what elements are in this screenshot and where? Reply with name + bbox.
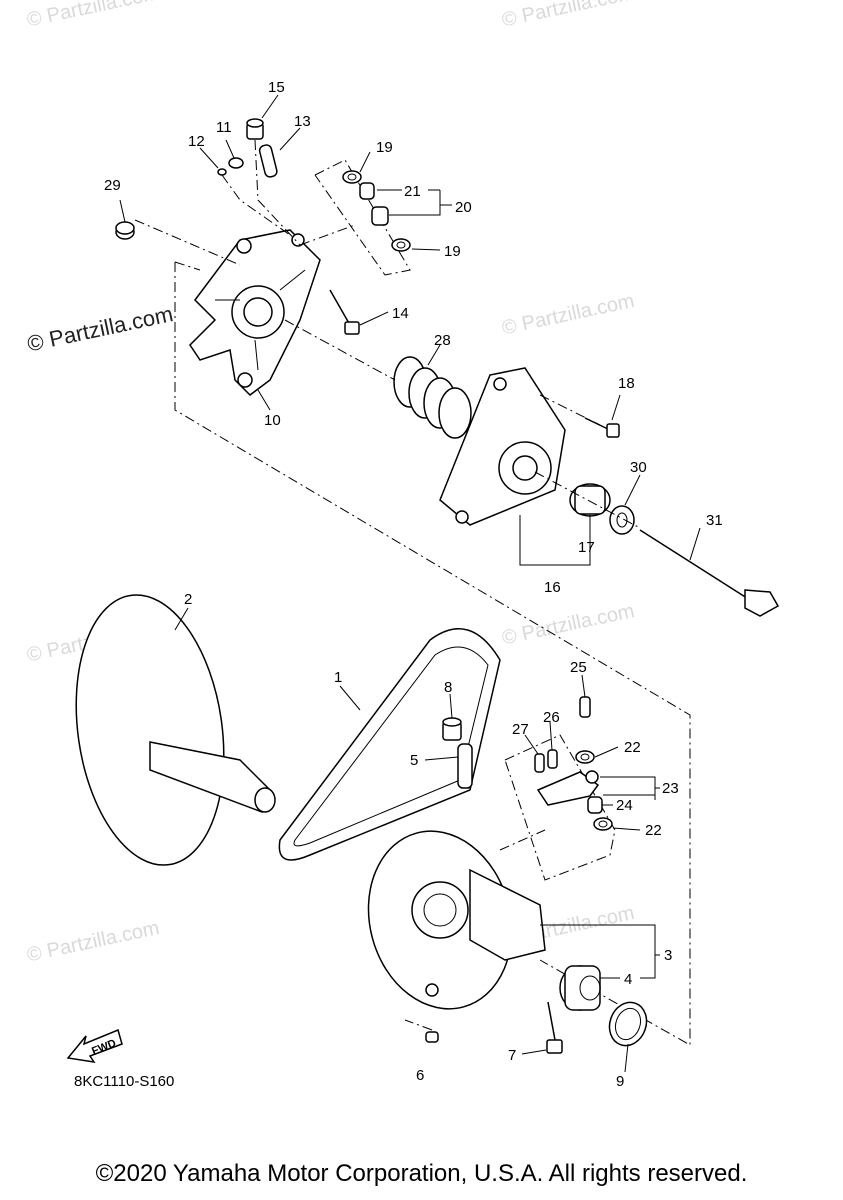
part-10-spider[interactable] [189,229,321,396]
axis-line [284,319,396,381]
copyright-notice: ©2020 Yamaha Motor Corporation, U.S.A. A… [95,1160,748,1187]
part-1-belt[interactable] [278,628,501,861]
label-21: 21 [404,183,421,200]
label-16: 16 [544,579,561,596]
part-19-washer-top[interactable] [342,170,362,184]
label-2: 2 [184,591,192,608]
leader-line [404,1019,433,1031]
label-6: 6 [416,1067,424,1084]
part-14-bolt[interactable] [329,289,360,335]
part-31-bolt[interactable] [639,529,780,617]
label-15: 15 [268,79,285,96]
label-23: 23 [662,780,679,797]
label-3: 3 [664,947,672,964]
part-15-nut[interactable] [246,118,264,140]
label-22-top: 22 [624,739,641,756]
part-29-cap[interactable] [115,221,135,240]
part-24-bushing[interactable] [587,796,603,814]
part-5-pin[interactable] [457,743,473,789]
part-number-labels: 15 11 12 13 19 21 20 19 29 14 28 10 18 3… [104,79,723,1090]
part-7-bolt[interactable] [546,1001,563,1054]
label-17: 17 [578,539,595,556]
group-frame-22-27 [504,734,616,881]
label-20: 20 [455,199,472,216]
part-16-cover[interactable] [439,367,566,526]
part-4-bushing[interactable] [559,965,601,1011]
label-22-bottom: 22 [645,822,662,839]
label-12: 12 [188,133,205,150]
frame-line [174,261,201,271]
callout-leaders [119,94,701,1073]
part-8-nut[interactable] [442,717,462,741]
part-23-weight-assembly[interactable] [536,770,600,806]
label-13: 13 [294,113,311,130]
label-29: 29 [104,177,121,194]
label-24: 24 [616,797,633,814]
part-18-bolt[interactable] [584,417,620,438]
leader-line [134,219,241,266]
part-2-sheave[interactable] [60,585,276,874]
leader-line [499,829,546,851]
label-9: 9 [616,1073,624,1090]
part-13-pin[interactable] [258,144,278,178]
label-4: 4 [624,971,632,988]
part-12-washer[interactable] [217,168,227,176]
label-10: 10 [264,412,281,429]
label-31: 31 [706,512,723,529]
label-7: 7 [508,1047,516,1064]
part-28-spring[interactable] [393,356,472,439]
label-8: 8 [444,679,452,696]
part-21-bushing-bottom[interactable] [371,206,389,226]
part-21-bushing-top[interactable] [359,182,375,200]
leader-line [221,174,291,236]
part-22-washer-top[interactable] [575,750,595,764]
part-9-washer[interactable] [604,997,653,1051]
part-3-sliding-sheave[interactable] [349,815,546,1025]
leader-line [299,224,356,246]
part-6-cap[interactable] [425,1031,439,1043]
label-18: 18 [618,375,635,392]
part-17-bushing[interactable] [569,483,611,517]
label-26: 26 [543,709,560,726]
label-27: 27 [512,721,529,738]
label-11: 11 [216,119,232,136]
label-5: 5 [410,752,418,769]
bracket-16-17 [519,515,591,566]
label-25: 25 [570,659,587,676]
label-30: 30 [630,459,647,476]
part-30-washer[interactable] [609,505,635,535]
part-25-pin[interactable] [579,696,591,718]
part-11-collar[interactable] [228,157,244,169]
fwd-arrow-icon: FWD [66,1028,123,1064]
part-26-pin[interactable] [547,749,558,769]
group-frame-19-20 [314,159,411,276]
leader-line [254,139,301,246]
label-1: 1 [334,669,342,686]
label-19-bottom: 19 [444,243,461,260]
part-27-pin[interactable] [534,753,545,773]
part-19-washer-bottom[interactable] [391,238,411,252]
diagram-code: 8KC1110-S160 [74,1073,175,1090]
label-28: 28 [434,332,451,349]
label-14: 14 [392,305,409,322]
label-19-top: 19 [376,139,393,156]
part-22-washer-bottom[interactable] [593,817,613,831]
